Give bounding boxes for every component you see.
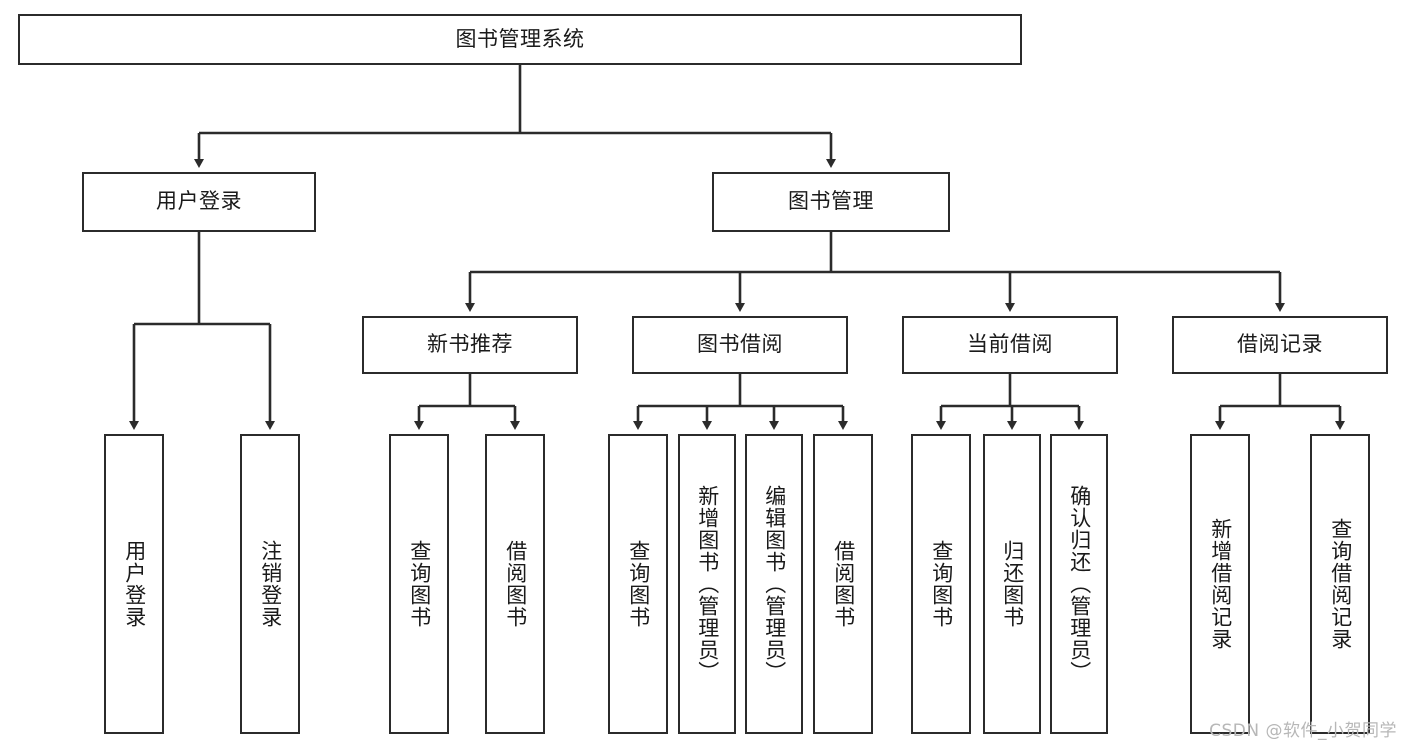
csdn-watermark: CSDN @软件_小贺同学 bbox=[1209, 721, 1397, 741]
leaf-borrow-book-label: 借阅图书 bbox=[831, 540, 856, 628]
leaf-query-borrow-record-label: 查询借阅记录 bbox=[1328, 518, 1353, 650]
leaf-borrow-book[interactable]: 借阅图书 bbox=[813, 434, 873, 734]
leaf-add-book-admin-label: 新增图书（管理员） bbox=[695, 485, 720, 683]
leaf-add-borrow-record-label: 新增借阅记录 bbox=[1208, 518, 1233, 650]
leaf-add-borrow-record[interactable]: 新增借阅记录 bbox=[1190, 434, 1250, 734]
node-borrow-record[interactable]: 借阅记录 bbox=[1172, 316, 1388, 374]
leaf-query-book-borrow[interactable]: 查询图书 bbox=[608, 434, 668, 734]
leaf-edit-book-admin[interactable]: 编辑图书（管理员） bbox=[745, 434, 803, 734]
node-borrow-record-label: 借阅记录 bbox=[1237, 332, 1323, 357]
leaf-confirm-return-admin[interactable]: 确认归还（管理员） bbox=[1050, 434, 1108, 734]
leaf-logout[interactable]: 注销登录 bbox=[240, 434, 300, 734]
node-book-borrow[interactable]: 图书借阅 bbox=[632, 316, 848, 374]
leaf-add-book-admin[interactable]: 新增图书（管理员） bbox=[678, 434, 736, 734]
leaf-edit-book-admin-label: 编辑图书（管理员） bbox=[762, 485, 787, 683]
leaf-query-book-current-label: 查询图书 bbox=[929, 540, 954, 628]
leaf-query-borrow-record[interactable]: 查询借阅记录 bbox=[1310, 434, 1370, 734]
leaf-query-book-borrow-label: 查询图书 bbox=[626, 540, 651, 628]
node-current-borrow-label: 当前借阅 bbox=[967, 332, 1053, 357]
node-book-management[interactable]: 图书管理 bbox=[712, 172, 950, 232]
node-new-book-recommend[interactable]: 新书推荐 bbox=[362, 316, 578, 374]
leaf-query-book-current[interactable]: 查询图书 bbox=[911, 434, 971, 734]
node-current-borrow[interactable]: 当前借阅 bbox=[902, 316, 1118, 374]
leaf-user-login-label: 用户登录 bbox=[122, 540, 147, 628]
node-root-label: 图书管理系统 bbox=[455, 26, 585, 51]
node-root[interactable]: 图书管理系统 bbox=[18, 14, 1022, 65]
node-book-borrow-label: 图书借阅 bbox=[697, 332, 783, 357]
leaf-query-book-recommend[interactable]: 查询图书 bbox=[389, 434, 449, 734]
node-book-management-label: 图书管理 bbox=[788, 189, 874, 214]
node-user-login-label: 用户登录 bbox=[156, 189, 242, 214]
leaf-user-login[interactable]: 用户登录 bbox=[104, 434, 164, 734]
leaf-return-book-label: 归还图书 bbox=[1000, 540, 1025, 628]
leaf-return-book[interactable]: 归还图书 bbox=[983, 434, 1041, 734]
leaf-confirm-return-admin-label: 确认归还（管理员） bbox=[1067, 485, 1092, 683]
node-new-book-recommend-label: 新书推荐 bbox=[427, 332, 513, 357]
leaf-borrow-book-recommend-label: 借阅图书 bbox=[503, 540, 528, 628]
node-user-login[interactable]: 用户登录 bbox=[82, 172, 316, 232]
leaf-query-book-recommend-label: 查询图书 bbox=[407, 540, 432, 628]
leaf-logout-label: 注销登录 bbox=[258, 540, 283, 628]
leaf-borrow-book-recommend[interactable]: 借阅图书 bbox=[485, 434, 545, 734]
